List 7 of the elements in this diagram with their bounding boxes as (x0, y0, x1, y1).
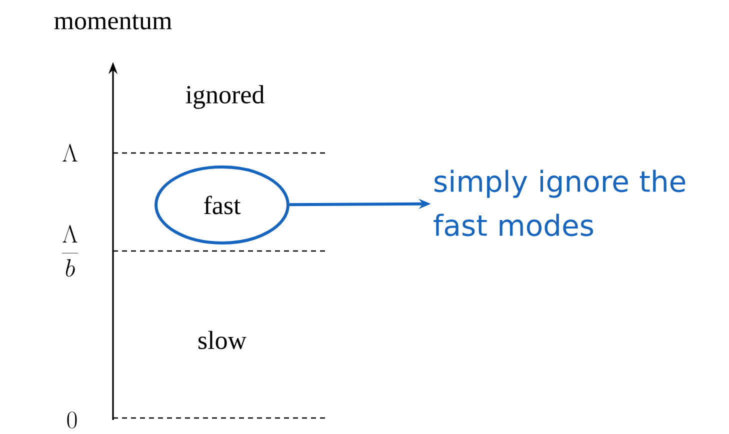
region-label: slow (198, 330, 246, 350)
tick-label: $\Lambda$ (62, 144, 78, 162)
tick-label: $0$ (67, 412, 77, 428)
axis-label: momentum (54, 14, 172, 30)
region-label: ignored (186, 85, 264, 109)
tick-label: $\frac{\Lambda}{b}$ (62, 224, 78, 277)
note-text: simply ignore the fast modes (434, 170, 686, 236)
